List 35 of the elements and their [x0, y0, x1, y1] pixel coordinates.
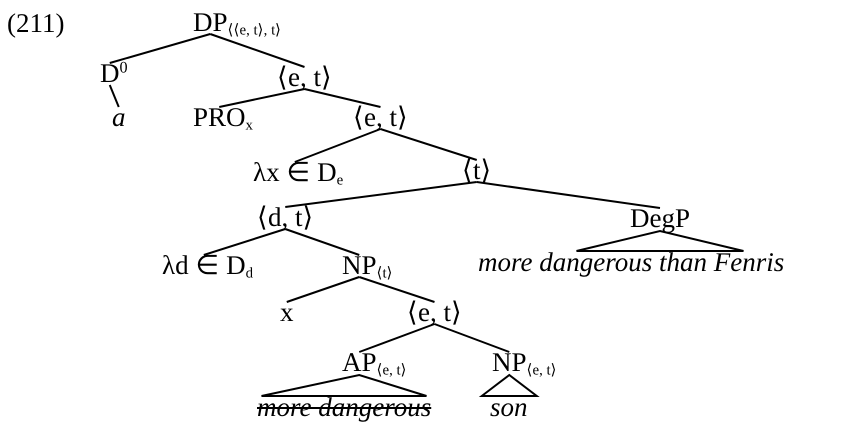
tree-node-label: AP$_{⟨e, t⟩}$: [342, 349, 407, 376]
tree-node-label: D$^{0}$: [100, 60, 128, 87]
terminal-word: more dangerous: [257, 394, 432, 421]
tree-branch: [304, 88, 381, 108]
tree-branch: [203, 228, 286, 256]
tree-branch: [294, 128, 381, 163]
tree-node-label: DP$_{⟨⟨e, t⟩, t⟩}$: [193, 9, 282, 36]
tree-node-label: ⟨d, t⟩: [257, 204, 314, 231]
terminal-word: a: [112, 104, 126, 131]
tree-node-label: NP$_{⟨t⟩}$: [342, 252, 393, 279]
tree-node-label: PRO$_{x}$: [193, 104, 253, 131]
tree-branch: [219, 88, 305, 108]
tree-branch: [434, 323, 510, 353]
terminal-word: son: [490, 394, 528, 421]
tree-node-label: ⟨e, t⟩: [353, 104, 408, 131]
tree-node-label: NP$_{⟨e, t⟩}$: [492, 349, 557, 376]
tree-branch: [476, 181, 660, 209]
tree-branch: [358, 276, 435, 303]
tree-node-label: DegP: [630, 205, 690, 232]
tree-node-label: ⟨t⟩: [462, 157, 492, 184]
tree-branch: [286, 276, 360, 303]
tree-node-label: λd ∈ D$_{d}$: [162, 252, 254, 279]
tree-branch: [284, 228, 360, 256]
tree-branch: [210, 33, 305, 68]
tree-branch: [285, 181, 477, 208]
tree-branch: [380, 128, 478, 161]
tree-node-label: λx ∈ D$_{e}$: [253, 159, 344, 186]
example-number: (211): [7, 10, 64, 37]
tree-node-label: ⟨e, t⟩: [277, 64, 332, 91]
tree-branch: [108, 84, 120, 108]
tree-node-label: x: [280, 299, 294, 326]
tree-branch: [109, 33, 211, 64]
tree-node-label: ⟨e, t⟩: [407, 299, 462, 326]
terminal-word: more dangerous than Fenris: [478, 249, 784, 276]
tree-branch: [358, 323, 435, 353]
